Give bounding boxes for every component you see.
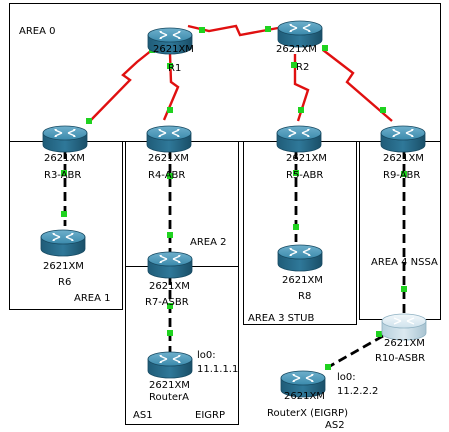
port-r7-routera-a	[167, 303, 173, 309]
router-r8[interactable]: 2621XM R8	[277, 244, 323, 302]
router-routerx-name: RouterX (EIGRP)	[267, 408, 348, 419]
router-r5-name: R5-ABR	[286, 170, 323, 181]
as1-label: AS1	[133, 410, 153, 421]
router-r2[interactable]: 2621XM R2	[276, 20, 323, 73]
area-3-label: AREA 3 STUB	[248, 313, 314, 324]
links-layer	[63, 24, 406, 372]
router-r7-name: R7-ASBR	[145, 297, 189, 308]
router-r1[interactable]: 2621XM R1	[147, 27, 194, 74]
router-r1-name: R1	[168, 63, 181, 74]
port-r10-routerx-a	[376, 331, 382, 337]
router-r10-name: R10-ASBR	[375, 353, 425, 364]
router-r8-name: R8	[298, 291, 311, 302]
as2-label: AS2	[325, 420, 345, 431]
link-r2-r9	[322, 49, 393, 122]
routerx-loopback-iface: lo0:	[337, 372, 356, 383]
port-r1-r4-a	[167, 63, 173, 69]
port-r2-r9-b	[380, 107, 386, 113]
port-r2-r9-a	[322, 45, 328, 51]
port-indicators	[61, 26, 407, 370]
router-r9[interactable]: 2621XM R9-ABR	[380, 125, 426, 181]
router-r6-model: 2621XM	[43, 261, 84, 272]
port-r1-r2-b	[265, 26, 271, 32]
port-r5-r8-a	[293, 170, 299, 176]
router-routerx[interactable]: 2621XM RouterX (EIGRP)	[267, 370, 348, 419]
router-r3-name: R3-ABR	[44, 170, 81, 181]
area-4-boundary	[359, 141, 441, 320]
port-r1-r3-b	[86, 118, 92, 124]
port-r9-r10-b	[401, 286, 407, 292]
router-r4-model: 2621XM	[148, 153, 189, 164]
router-r5[interactable]: 2621XM R5-ABR	[276, 125, 327, 181]
port-r2-r5-b	[298, 107, 304, 113]
port-r3-r6-a	[61, 170, 67, 176]
router-r9-model: 2621XM	[383, 153, 424, 164]
router-routerx-model: 2621XM	[284, 391, 325, 402]
router-r7[interactable]: 2621XM R7-ASBR	[145, 251, 193, 308]
port-r4-r7-b	[167, 232, 173, 238]
port-r10-routerx-b	[325, 364, 331, 370]
routerx-loopback-ip: 11.2.2.2	[337, 386, 378, 397]
area-2-label: AREA 2	[190, 237, 227, 248]
router-r5-model: 2621XM	[286, 153, 327, 164]
router-r7-model: 2621XM	[149, 281, 190, 292]
routera-loopback-iface: lo0:	[197, 350, 216, 361]
router-r10[interactable]: 2621XM R10-ASBR	[375, 313, 427, 364]
port-r4-r7-a	[167, 173, 173, 179]
router-r3[interactable]: 2621XM R3-ABR	[42, 125, 88, 181]
router-r6[interactable]: 2621XM R6	[40, 229, 86, 288]
router-r2-name: R2	[296, 62, 309, 73]
router-r9-name: R9-ABR	[383, 170, 420, 181]
link-r10-routerx	[322, 334, 384, 372]
router-r3-model: 2621XM	[44, 153, 85, 164]
link-r1-r3	[89, 49, 153, 122]
port-r2-r5-a	[291, 62, 297, 68]
router-r4[interactable]: 2621XM R4-ABR	[146, 125, 192, 181]
router-r1-model: 2621XM	[153, 44, 194, 55]
port-r1-r4-b	[167, 107, 173, 113]
area-0-label: AREA 0	[19, 26, 56, 37]
link-r2-r5	[293, 54, 310, 122]
port-r5-r8-b	[293, 224, 299, 230]
routera-loopback-ip: 11.1.1.1	[197, 364, 238, 375]
router-routera-model: 2621XM	[149, 380, 190, 391]
router-r4-name: R4-ABR	[148, 170, 185, 181]
router-r10-model: 2621XM	[384, 338, 425, 349]
router-routera-name: RouterA	[149, 392, 189, 403]
area-0-boundary	[9, 3, 441, 142]
router-routera[interactable]: 2621XM RouterA	[147, 351, 193, 403]
router-r8-model: 2621XM	[282, 275, 323, 286]
area-1-label: AREA 1	[74, 293, 111, 304]
eigrp-label: EIGRP	[195, 410, 225, 421]
port-r3-r6-b	[61, 211, 67, 217]
port-r9-r10-a	[401, 171, 407, 177]
port-r7-routera-b	[167, 330, 173, 336]
router-r2-model: 2621XM	[276, 44, 317, 55]
port-r1-r2-a	[199, 27, 205, 33]
router-r6-name: R6	[58, 277, 71, 288]
